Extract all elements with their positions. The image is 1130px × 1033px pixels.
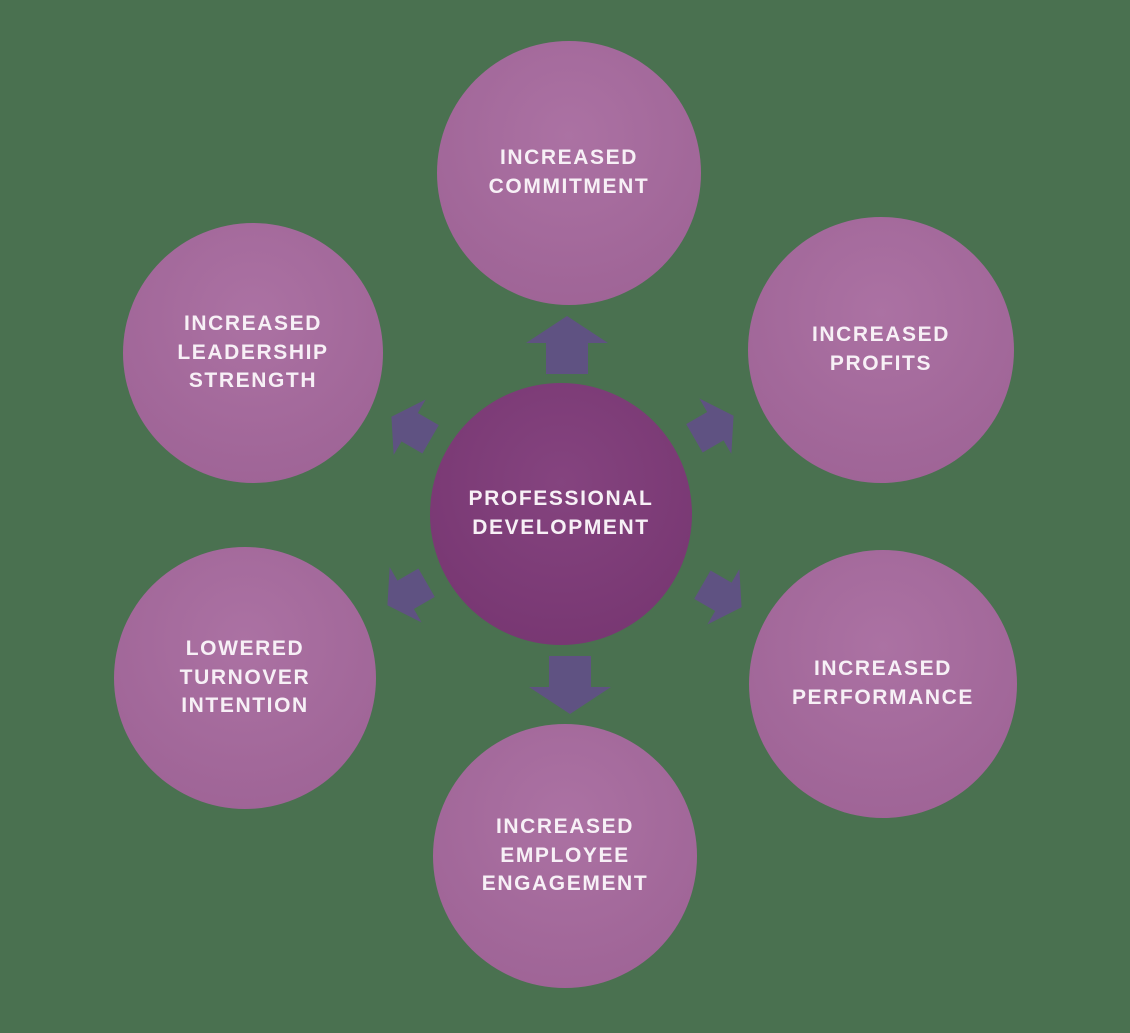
node-label-line: LEADERSHIP	[177, 340, 329, 364]
arrow-up-right-icon	[686, 398, 734, 454]
node-label-line: DEVELOPMENT	[472, 516, 650, 539]
arrow-down-icon	[529, 656, 611, 714]
node-label-line: LOWERED	[185, 636, 305, 660]
node-label: INCREASED COMMITMENT	[471, 144, 668, 202]
node-label-line: INCREASED	[183, 311, 323, 335]
node-label: INCREASED LEADERSHIP STRENGTH	[159, 310, 346, 397]
node-label: PROFESSIONAL DEVELOPMENT	[451, 485, 672, 543]
node-professional-development: PROFESSIONAL DEVELOPMENT	[430, 383, 692, 645]
node-label-line: INTENTION	[181, 694, 309, 718]
node-increased-employee-engagement: INCREASED EMPLOYEE ENGAGEMENT	[433, 724, 697, 988]
arrow-up-icon	[526, 316, 608, 374]
node-increased-commitment: INCREASED COMMITMENT	[437, 41, 701, 305]
node-label-line: EMPLOYEE	[500, 843, 630, 867]
node-increased-performance: INCREASED PERFORMANCE	[749, 550, 1017, 818]
node-label-line: PROFITS	[829, 352, 933, 375]
node-label: LOWERED TURNOVER INTENTION	[162, 635, 329, 722]
node-label-line: INCREASED	[495, 814, 635, 838]
node-label-line: PERFORMANCE	[791, 686, 975, 709]
node-label-line: PROFESSIONAL	[468, 487, 654, 511]
node-label: INCREASED PROFITS	[794, 321, 968, 379]
node-increased-profits: INCREASED PROFITS	[748, 217, 1014, 483]
node-increased-leadership-strength: INCREASED LEADERSHIP STRENGTH	[123, 223, 383, 483]
node-label-line: ENGAGEMENT	[481, 872, 649, 896]
node-lowered-turnover-intention: LOWERED TURNOVER INTENTION	[114, 547, 376, 809]
node-label: INCREASED PERFORMANCE	[774, 655, 992, 713]
node-label-line: INCREASED	[813, 657, 953, 681]
node-label-line: INCREASED	[811, 323, 951, 347]
arrow-up-left-icon	[391, 399, 439, 455]
node-label-line: TURNOVER	[179, 665, 311, 689]
arrow-down-left-icon	[387, 567, 435, 623]
node-label-line: STRENGTH	[188, 369, 318, 393]
node-label-line: INCREASED	[499, 146, 639, 170]
arrow-down-right-icon	[694, 569, 742, 625]
node-label: INCREASED EMPLOYEE ENGAGEMENT	[464, 813, 667, 900]
node-label-line: COMMITMENT	[488, 175, 650, 198]
